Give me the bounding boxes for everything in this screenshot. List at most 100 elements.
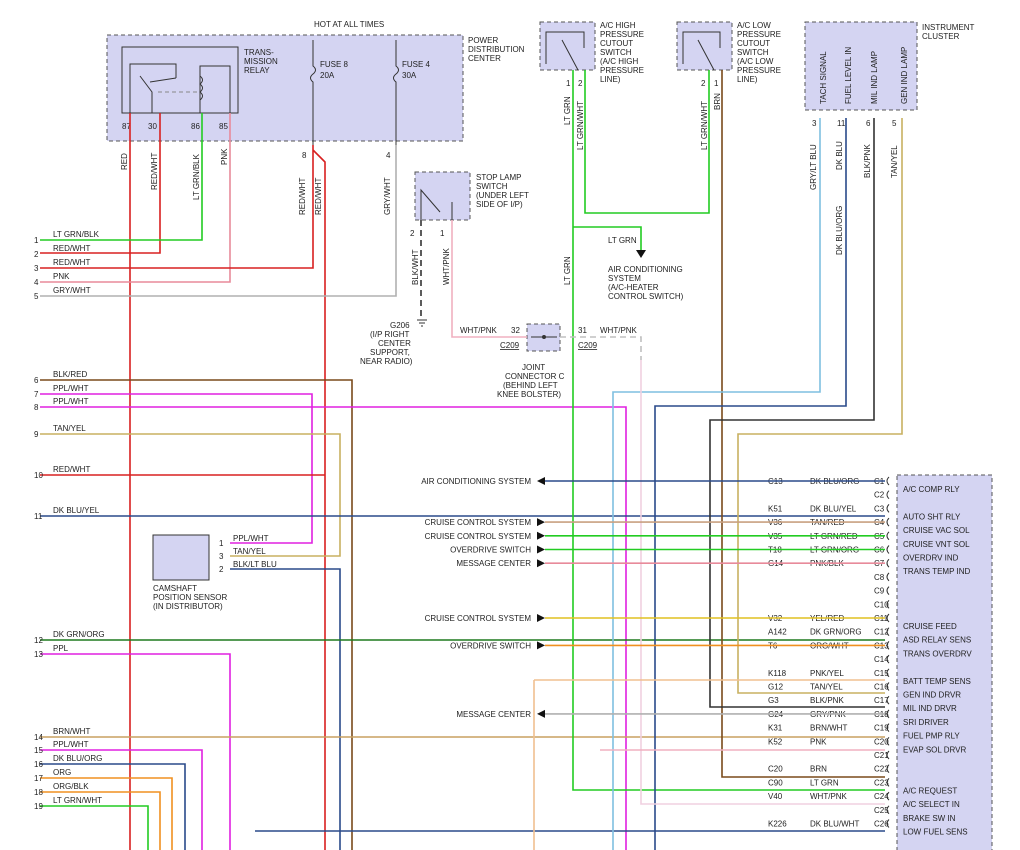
label-fuse8-b: RED/WHT	[314, 178, 323, 215]
left-wire-label: RED/WHT	[53, 258, 90, 267]
fuse-4-icon	[393, 40, 399, 145]
left-pin-number: 4	[34, 278, 39, 287]
pcm-circuit-code: K52	[768, 737, 783, 746]
wire-16	[40, 763, 186, 850]
pcm-pin: C19	[874, 724, 889, 733]
label-cluster-fuel: DK BLU	[835, 141, 844, 170]
left-wire-label: DK BLU/YEL	[53, 506, 100, 515]
label-cluster-tach: GRY/LT BLU	[809, 144, 818, 190]
left-wire-label: ORG/BLK	[53, 782, 89, 791]
pcm-destination: MESSAGE CENTER	[456, 710, 531, 719]
pcm-wire-color: PNK	[810, 737, 827, 746]
fuse-8-label: FUSE 8 20A	[320, 60, 350, 80]
pcm-pin: C22	[874, 765, 889, 774]
jc-left-pin: 32	[511, 326, 520, 335]
pcm-circuit-code: K51	[768, 504, 783, 513]
label-ac-ltgrn: LT GRN	[608, 236, 637, 245]
pcm-function: CRUISE FEED	[903, 622, 957, 631]
wire-c24	[640, 360, 885, 805]
wire-stop-wht	[451, 220, 527, 338]
ground-icon	[417, 319, 427, 327]
left-pin-number: 5	[34, 292, 39, 301]
left-pin-number: 9	[34, 430, 39, 439]
label-jc-right: WHT/PNK	[600, 326, 638, 335]
pcm-pin: C2	[874, 491, 885, 500]
left-wire-label: DK GRN/ORG	[53, 630, 105, 639]
relay-coil-icon	[199, 65, 231, 113]
pdc-pin-4: 4	[386, 151, 391, 160]
label-ac-low-2: BRN	[713, 93, 722, 110]
pcm-terminal-icon	[886, 531, 890, 541]
cluster-func-tach: TACH SIGNAL	[819, 51, 828, 104]
label-relay-30: RED/WHT	[150, 153, 159, 190]
ac-high-switch-icon	[545, 31, 585, 71]
wire-ac-high-1	[572, 70, 885, 791]
pcm-pin: C24	[874, 792, 889, 801]
pcm-function: GEN IND DRVR	[903, 691, 961, 700]
cluster-pins: 3 11 6 5	[812, 119, 897, 128]
ac-low-pressure-switch	[676, 21, 733, 71]
left-pin-number: 7	[34, 390, 39, 399]
ac-high-pressure-switch	[539, 21, 596, 71]
pcm-function: EVAP SOL DRVR	[903, 745, 967, 754]
pcm-terminal-icon	[886, 599, 890, 609]
pdc-label: POWER DISTRIBUTION CENTER	[468, 36, 527, 63]
label-ac-high-2: LT GRN/WHT	[576, 101, 585, 150]
pcm-terminal-icon	[886, 641, 890, 650]
label-stop-blk: BLK/WHT	[411, 249, 420, 285]
pcm-function: A/C SELECT IN	[903, 800, 960, 809]
pcm-wire-color: BRN/WHT	[810, 724, 847, 733]
pcm-terminal-icon	[886, 504, 890, 513]
wire-17	[40, 777, 173, 850]
transmission-relay	[121, 46, 239, 114]
pcm-circuit-code: K118	[768, 669, 787, 678]
left-pin-number: 12	[34, 636, 43, 645]
pcm-terminal-icon	[886, 613, 890, 623]
pcm-function: BATT TEMP SENS	[903, 677, 971, 686]
wire-ac-low-brn	[721, 70, 885, 778]
pcm-wire-color: BLK/PNK	[810, 696, 844, 705]
wire-19	[40, 805, 149, 850]
ac-low-pins: 2 1	[701, 79, 719, 88]
pcm-terminal-icon	[886, 819, 890, 828]
pcm-function: FUEL PMP RLY	[903, 732, 960, 741]
cam-pin-wire: PPL/WHT	[233, 534, 269, 543]
label-ac-low-1: LT GRN/WHT	[700, 101, 709, 150]
relay-pins: 87 30 86 85	[122, 122, 228, 131]
pcm-circuit-code: K31	[768, 724, 783, 733]
left-wire-label: PPL/WHT	[53, 740, 89, 749]
ac-high-pins: 1 2	[566, 79, 583, 88]
cam-pin-number: 1	[219, 539, 224, 548]
left-wire-label: PPL/WHT	[53, 384, 89, 393]
label-relay-86: LT GRN/BLK	[192, 153, 201, 200]
pcm-destination: CRUISE CONTROL SYSTEM	[425, 518, 532, 527]
pcm-circuit-code: C90	[768, 778, 783, 787]
pcm-terminal-icon	[886, 517, 890, 527]
label-fuse4: GRY/WHT	[383, 177, 392, 215]
left-wire-label: PPL/WHT	[53, 397, 89, 406]
pcm-terminal-icon	[886, 668, 890, 678]
splice-dot-icon	[542, 335, 546, 339]
pcm-function: CRUISE VNT SOL	[903, 540, 970, 549]
label-relay-85: PNK	[220, 148, 229, 165]
pcm-wire-color: TAN/YEL	[810, 683, 843, 692]
fuse-8-icon	[310, 40, 316, 145]
pcm-terminal-icon	[886, 709, 890, 719]
pcm-terminal-icon	[886, 805, 890, 815]
pcm-function: TRANS TEMP IND	[903, 567, 970, 576]
wire-18	[40, 791, 161, 850]
pcm-pin: C15	[874, 669, 889, 678]
pcm-arrow-icon	[537, 641, 545, 650]
left-pin-number: 17	[34, 774, 43, 783]
wire-ac-high-2	[584, 70, 710, 214]
left-wire-label: PPL	[53, 644, 69, 653]
label-stop-wht: WHT/PNK	[442, 247, 451, 285]
pcm-connector	[896, 474, 993, 850]
pcm-pin: C3	[874, 504, 885, 513]
wire-cluster-mil	[709, 118, 885, 708]
label-cluster-gen: TAN/YEL	[890, 145, 899, 178]
left-wire-label: DK BLU/ORG	[53, 754, 102, 763]
power-distribution-center	[106, 34, 464, 142]
stop-lamp-switch-icon	[420, 188, 453, 220]
wire-cam-2	[230, 568, 341, 850]
